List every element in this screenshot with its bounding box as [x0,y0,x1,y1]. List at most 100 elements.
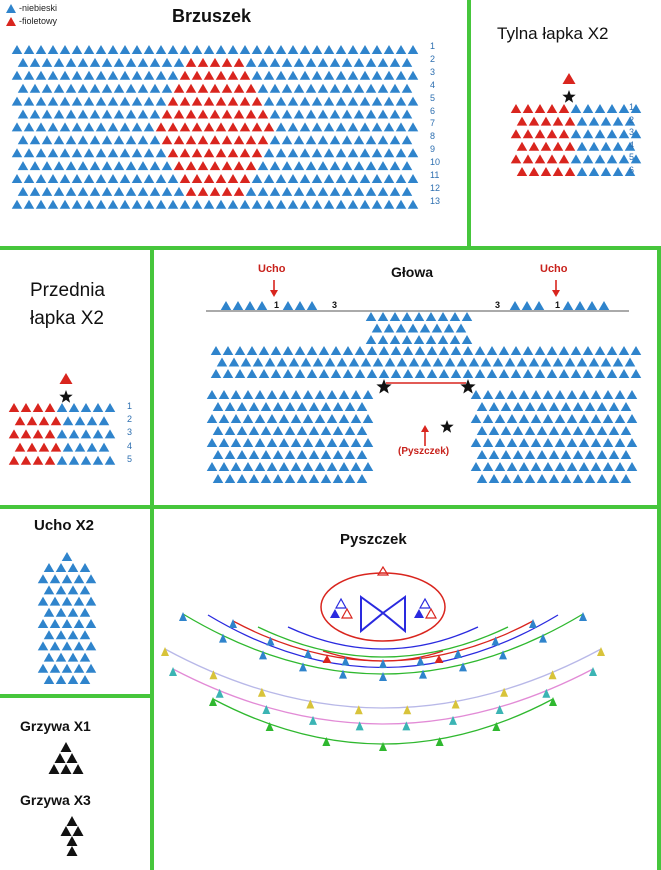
blue-bead [282,346,294,355]
blue-bead [522,369,534,378]
blue-bead [275,45,287,54]
blue-bead [356,402,368,411]
blue-bead [251,174,263,183]
blue-bead [212,474,224,483]
blue-bead [281,57,293,67]
blue-bead [113,186,125,196]
blue-bead [586,301,598,310]
blue-bead [17,186,29,196]
blue-bead [329,186,341,196]
row-number-label: 5 [127,453,133,464]
ucho-title: Ucho X2 [34,517,95,534]
blue-bead [474,369,486,378]
red-bead [239,148,251,158]
blue-bead [530,414,542,423]
blue-bead [455,323,467,333]
blue-bead [65,135,77,145]
blue-bead [419,323,431,333]
red-bead [197,161,209,171]
blue-bead [224,426,236,435]
blue-bead [206,390,218,399]
blue-bead [402,369,414,378]
blue-bead [131,199,143,209]
blue-bead [542,438,554,447]
blue-bead [341,83,353,93]
blue-bead [576,116,588,126]
blue-bead [626,414,638,423]
blue-bead [426,369,438,378]
blue-bead [530,462,542,471]
blue-bead [407,70,419,80]
red-bead [203,70,215,80]
red-bead [233,109,245,119]
blue-bead [287,96,299,106]
row-number-label: 4 [127,440,133,451]
blue-bead [401,161,413,171]
blue-bead [43,563,55,572]
yellow-dangle-bead [354,705,363,715]
blue-bead [59,148,71,158]
blue-bead [620,450,632,459]
blue-bead [554,462,566,471]
yellow-dangle-bead [500,687,509,697]
red-bead [534,104,546,113]
blue-bead [494,414,506,423]
blue-bead [359,148,371,158]
blue-bead [395,122,407,132]
blue-bead [570,346,582,355]
blue-bead [80,429,92,439]
blue-bead [65,161,77,171]
blue-bead [377,335,389,344]
blue-bead [83,199,95,209]
blue-bead [401,57,413,67]
blue-bead [125,109,137,119]
blue-bead [389,57,401,67]
blue-bead [576,141,588,151]
red-bead [245,161,257,171]
blue-bead [287,122,299,132]
blue-bead [414,346,426,355]
red-bead [227,122,239,132]
red-bead [20,403,32,412]
blue-bead [314,438,326,447]
blue-bead [383,45,395,54]
blue-bead [17,109,29,119]
blue-bead [344,450,356,459]
red-bead [245,135,257,145]
blue-bead [353,109,365,119]
blue-bead [588,357,600,367]
red-bead [50,442,62,452]
blue-bead [326,390,338,399]
blue-bead [437,312,449,321]
red-bead [209,161,221,171]
blue-bead [582,346,594,355]
blue-bead [320,426,332,435]
blue-bead [143,199,155,209]
blue-dangle-bead [499,650,507,660]
red-bead [221,83,233,93]
blue-bead [49,641,61,651]
grzywa-pattern [48,742,84,856]
blue-bead [143,96,155,106]
red-bead [191,70,203,80]
blue-bead [92,403,104,412]
blue-bead [296,402,308,411]
blue-bead [383,148,395,158]
blue-bead [92,429,104,439]
ring-line-2 [257,626,509,658]
blue-dangle-bead [416,656,425,666]
blue-bead [335,199,347,209]
blue-bead [389,161,401,171]
przednia-title-line2: łapka X2 [30,308,104,329]
yellow-dangle-bead [451,699,460,709]
blue-bead [588,116,600,126]
pyszczek-arrow-head [421,425,429,432]
blue-bead [281,161,293,171]
blue-bead [606,154,618,164]
blue-bead [173,57,185,67]
blue-bead [113,57,125,67]
blue-bead [86,442,98,452]
blue-bead [600,116,612,126]
blue-bead [29,161,41,171]
blue-bead [462,369,474,378]
